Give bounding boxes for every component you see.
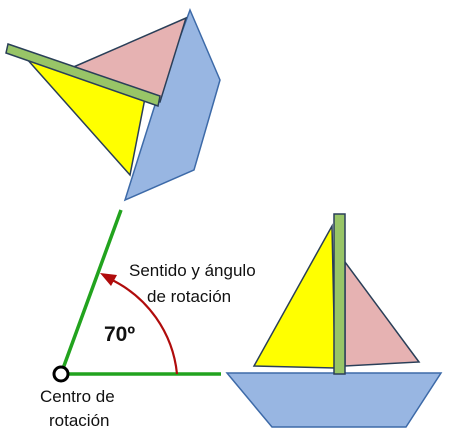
angle-label: 70º (104, 323, 135, 346)
original-pink-sail (344, 259, 421, 367)
rotated-mast (5, 43, 161, 107)
original-hull (225, 372, 443, 428)
rotated-boat (5, 7, 221, 202)
center-label-line2: rotación (49, 411, 109, 430)
rotation-center-point (52, 365, 70, 383)
original-mast (333, 213, 346, 375)
original-boat (225, 213, 443, 428)
original-yellow-sail (252, 223, 336, 369)
rotation-arc (109, 278, 179, 375)
direction-label-line1: Sentido y ángulo (129, 261, 256, 280)
rotated-arm (59, 209, 123, 375)
rotation-arrowhead (100, 273, 117, 286)
direction-label-line2: de rotación (147, 287, 231, 306)
center-label-line1: Centro de (40, 387, 115, 406)
